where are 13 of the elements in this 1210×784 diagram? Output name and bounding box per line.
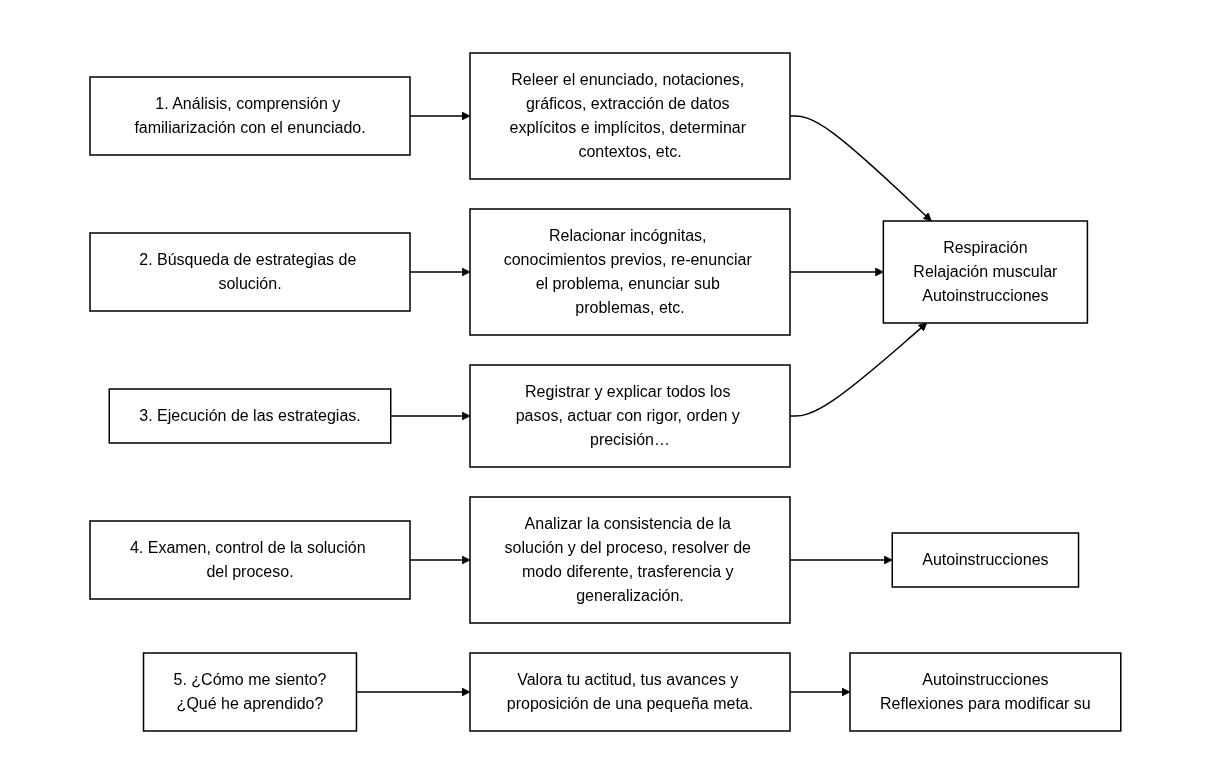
node-box: Valora tu actitud, tus avances y proposición de una pequeña meta.: [468, 652, 791, 732]
node-box: Autoinstrucciones: [891, 532, 1079, 588]
node-box: Respiración Relajación muscular Autoinstrucciones: [882, 220, 1088, 324]
node-box: Analizar la consistencia de la solución y del proceso, resolver de modo diferente, trasferencia y generalización.: [468, 496, 791, 624]
node-box: Relacionar incógnitas, conocimientos previos, re-enunciar el problema, enunciar sub problemas, etc.: [468, 208, 791, 336]
node-box: 5. ¿Cómo me siento? ¿Qué he aprendido?: [142, 652, 357, 732]
node-box: Releer el enunciado, notaciones, gráficos, extracción de datos explícitos e implícitos, determinar contextos, etc.: [468, 52, 791, 180]
node-box: Autoinstrucciones Reflexiones para modificar su: [848, 652, 1122, 732]
node-box: Registrar y explicar todos los pasos, actuar con rigor, orden y precisión…: [468, 364, 791, 468]
node-box: 3. Ejecución de las estrategias.: [108, 388, 392, 444]
node-box: 4. Examen, control de la solución del proceso.: [88, 520, 411, 600]
node-box: 1. Análisis, comprensión y familiarización con el enunciado.: [88, 76, 411, 156]
node-box: 2. Búsqueda de estrategias de solución.: [88, 232, 411, 312]
